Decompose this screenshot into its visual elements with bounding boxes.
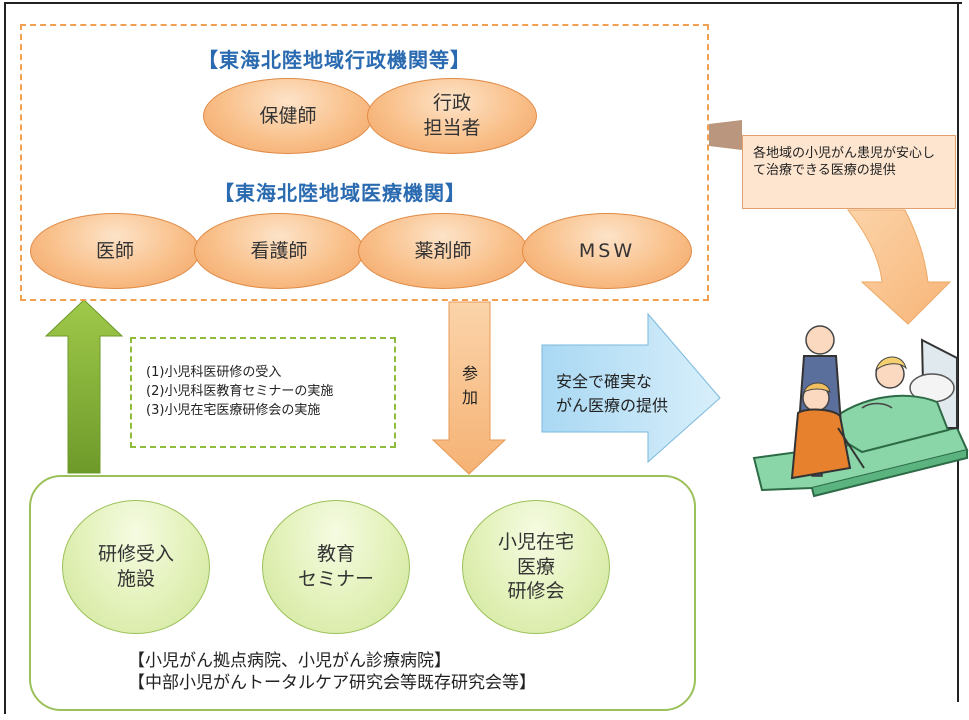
- caption-line: 【中部小児がんトータルケア研究会等既存研究会等】: [128, 673, 536, 693]
- participate-char: 加: [462, 388, 479, 407]
- diagram-frame: [4, 2, 962, 714]
- role-label-line: 担当者: [423, 117, 481, 139]
- role-pharmacist: 薬剤師: [358, 213, 528, 289]
- program-label-line: 教育: [316, 543, 355, 566]
- program-label-line: 医療: [516, 555, 555, 578]
- safe-care-label: 安全で確実な がん医療の提供: [556, 370, 668, 418]
- safe-care-line: がん医療の提供: [556, 396, 669, 415]
- role-administrative-officer: 行政 担当者: [367, 78, 537, 154]
- program-home-care-workshop: 小児在宅 医療 研修会: [462, 500, 610, 634]
- participate-down-arrow: [431, 301, 507, 475]
- role-label: MSW: [578, 239, 636, 262]
- role-label-line: 行政: [432, 92, 471, 115]
- program-label-line: 小児在宅: [497, 530, 574, 553]
- patient-illustration: [752, 325, 969, 498]
- activity-item: (2)小児科医教育セミナーの実施: [146, 384, 334, 399]
- caption-line: 【小児がん拠点病院、小児がん診療病院】: [128, 651, 451, 671]
- hospital-groups-caption: 【小児がん拠点病院、小児がん診療病院】 【中部小児がんトータルケア研究会等既存研…: [128, 650, 536, 694]
- program-education-seminar: 教育 セミナー: [262, 500, 410, 634]
- program-label-line: 研修受入: [97, 543, 174, 566]
- diagram-frame-right-edge: [957, 2, 959, 702]
- activity-item: (1)小児科医研修の受入: [146, 365, 282, 380]
- regional-institutions-box: [20, 24, 709, 301]
- role-label: 保健師: [259, 104, 317, 127]
- note-box: 各地域の小児がん患児が安心して治療できる医療の提供: [742, 135, 956, 209]
- role-doctor: 医師: [30, 213, 200, 289]
- program-label-line: 研修会: [507, 580, 565, 603]
- care-curve-arrow: [846, 209, 952, 325]
- activity-item: (3)小児在宅医療研修会の実施: [146, 403, 321, 418]
- participate-char: 参: [462, 364, 479, 383]
- green-up-arrow: [44, 299, 124, 474]
- role-label: 医師: [95, 239, 134, 262]
- program-label-line: 施設: [116, 568, 155, 590]
- program-label-line: セミナー: [297, 568, 374, 590]
- role-label: 看護師: [250, 239, 308, 262]
- gov-agencies-title: 【東海北陸地域行政機関等】: [198, 48, 471, 72]
- role-public-health-nurse: 保健師: [203, 78, 373, 154]
- safe-care-line: 安全で確実な: [556, 372, 653, 391]
- role-nurse: 看護師: [194, 213, 364, 289]
- role-label: 薬剤師: [414, 239, 472, 262]
- safe-care-right-arrow: [541, 312, 721, 464]
- role-msw: MSW: [522, 213, 692, 289]
- participate-label: 参 加: [462, 362, 478, 410]
- program-training-facility: 研修受入 施設: [62, 500, 210, 634]
- note-connector: [709, 120, 742, 150]
- hospital-groups-box: [29, 475, 696, 711]
- medical-institutions-title: 【東海北陸地域医療機関】: [214, 181, 466, 205]
- activities-box: (1)小児科医研修の受入 (2)小児科医教育セミナーの実施 (3)小児在宅医療研…: [130, 337, 396, 448]
